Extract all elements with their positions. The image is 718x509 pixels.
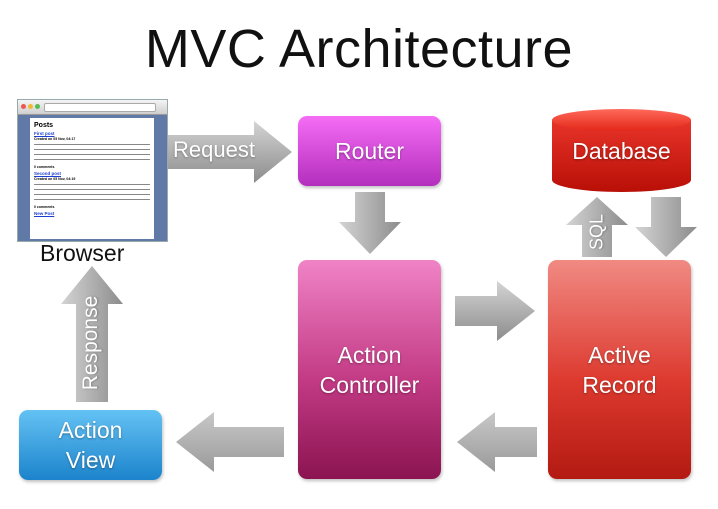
active-record-label-line1: Active <box>588 341 651 368</box>
response-arrow <box>61 266 123 402</box>
new-post-link: New Post <box>34 211 55 216</box>
browser-page: Posts First post Created on 05 Nov, 04:1… <box>30 118 154 239</box>
action-controller-label-line1: Action <box>337 341 402 368</box>
router-node: Router <box>298 116 441 186</box>
active-record-node: Active Record <box>548 260 691 479</box>
database-cylinder-icon <box>552 109 691 192</box>
post-title-link: First post <box>34 131 55 136</box>
action-view-label-line2: View <box>65 447 116 473</box>
sql-arrow-label: SQL <box>586 213 607 251</box>
sql-arrow <box>566 197 628 257</box>
action-controller-node: Action Controller <box>298 260 441 479</box>
browser-label: Browser <box>40 240 125 266</box>
diagram-title: MVC Architecture <box>144 19 574 79</box>
action-controller-label-line2: Controller <box>319 371 420 398</box>
active-record-label-line2: Record <box>582 371 657 398</box>
database-node: Database <box>552 108 691 193</box>
post-meta: Created on 05 Nov, 04:19 <box>34 177 76 181</box>
action-view-node: Action View <box>19 410 162 480</box>
post-title-link: Second post <box>34 171 62 176</box>
close-dot-icon <box>21 104 26 109</box>
post-comments: 0 comments <box>34 205 55 209</box>
router-to-controller-arrow <box>339 192 401 254</box>
post-body-text <box>34 183 150 203</box>
browser-chrome <box>18 100 167 115</box>
post-meta: Created on 05 Nov, 04:17 <box>34 137 76 141</box>
action-view-label-line1: Action <box>58 417 123 443</box>
maximize-dot-icon <box>35 104 40 109</box>
post-body-text <box>34 143 150 163</box>
page-heading: Posts <box>34 122 54 129</box>
request-arrow-label: Request <box>173 137 255 162</box>
browser-address-bar <box>44 103 156 112</box>
controller-to-view-arrow <box>176 412 284 472</box>
request-arrow <box>168 121 292 183</box>
response-arrow-label: Response <box>79 295 102 391</box>
post-comments: 0 comments <box>34 165 55 169</box>
database-label: Database <box>572 138 671 164</box>
controller-to-model-arrow <box>455 281 535 341</box>
database-to-model-arrow <box>635 197 697 257</box>
model-to-controller-arrow <box>457 412 537 472</box>
router-label: Router <box>334 138 405 164</box>
minimize-dot-icon <box>28 104 33 109</box>
browser-screenshot: Posts First post Created on 05 Nov, 04:1… <box>17 99 168 242</box>
